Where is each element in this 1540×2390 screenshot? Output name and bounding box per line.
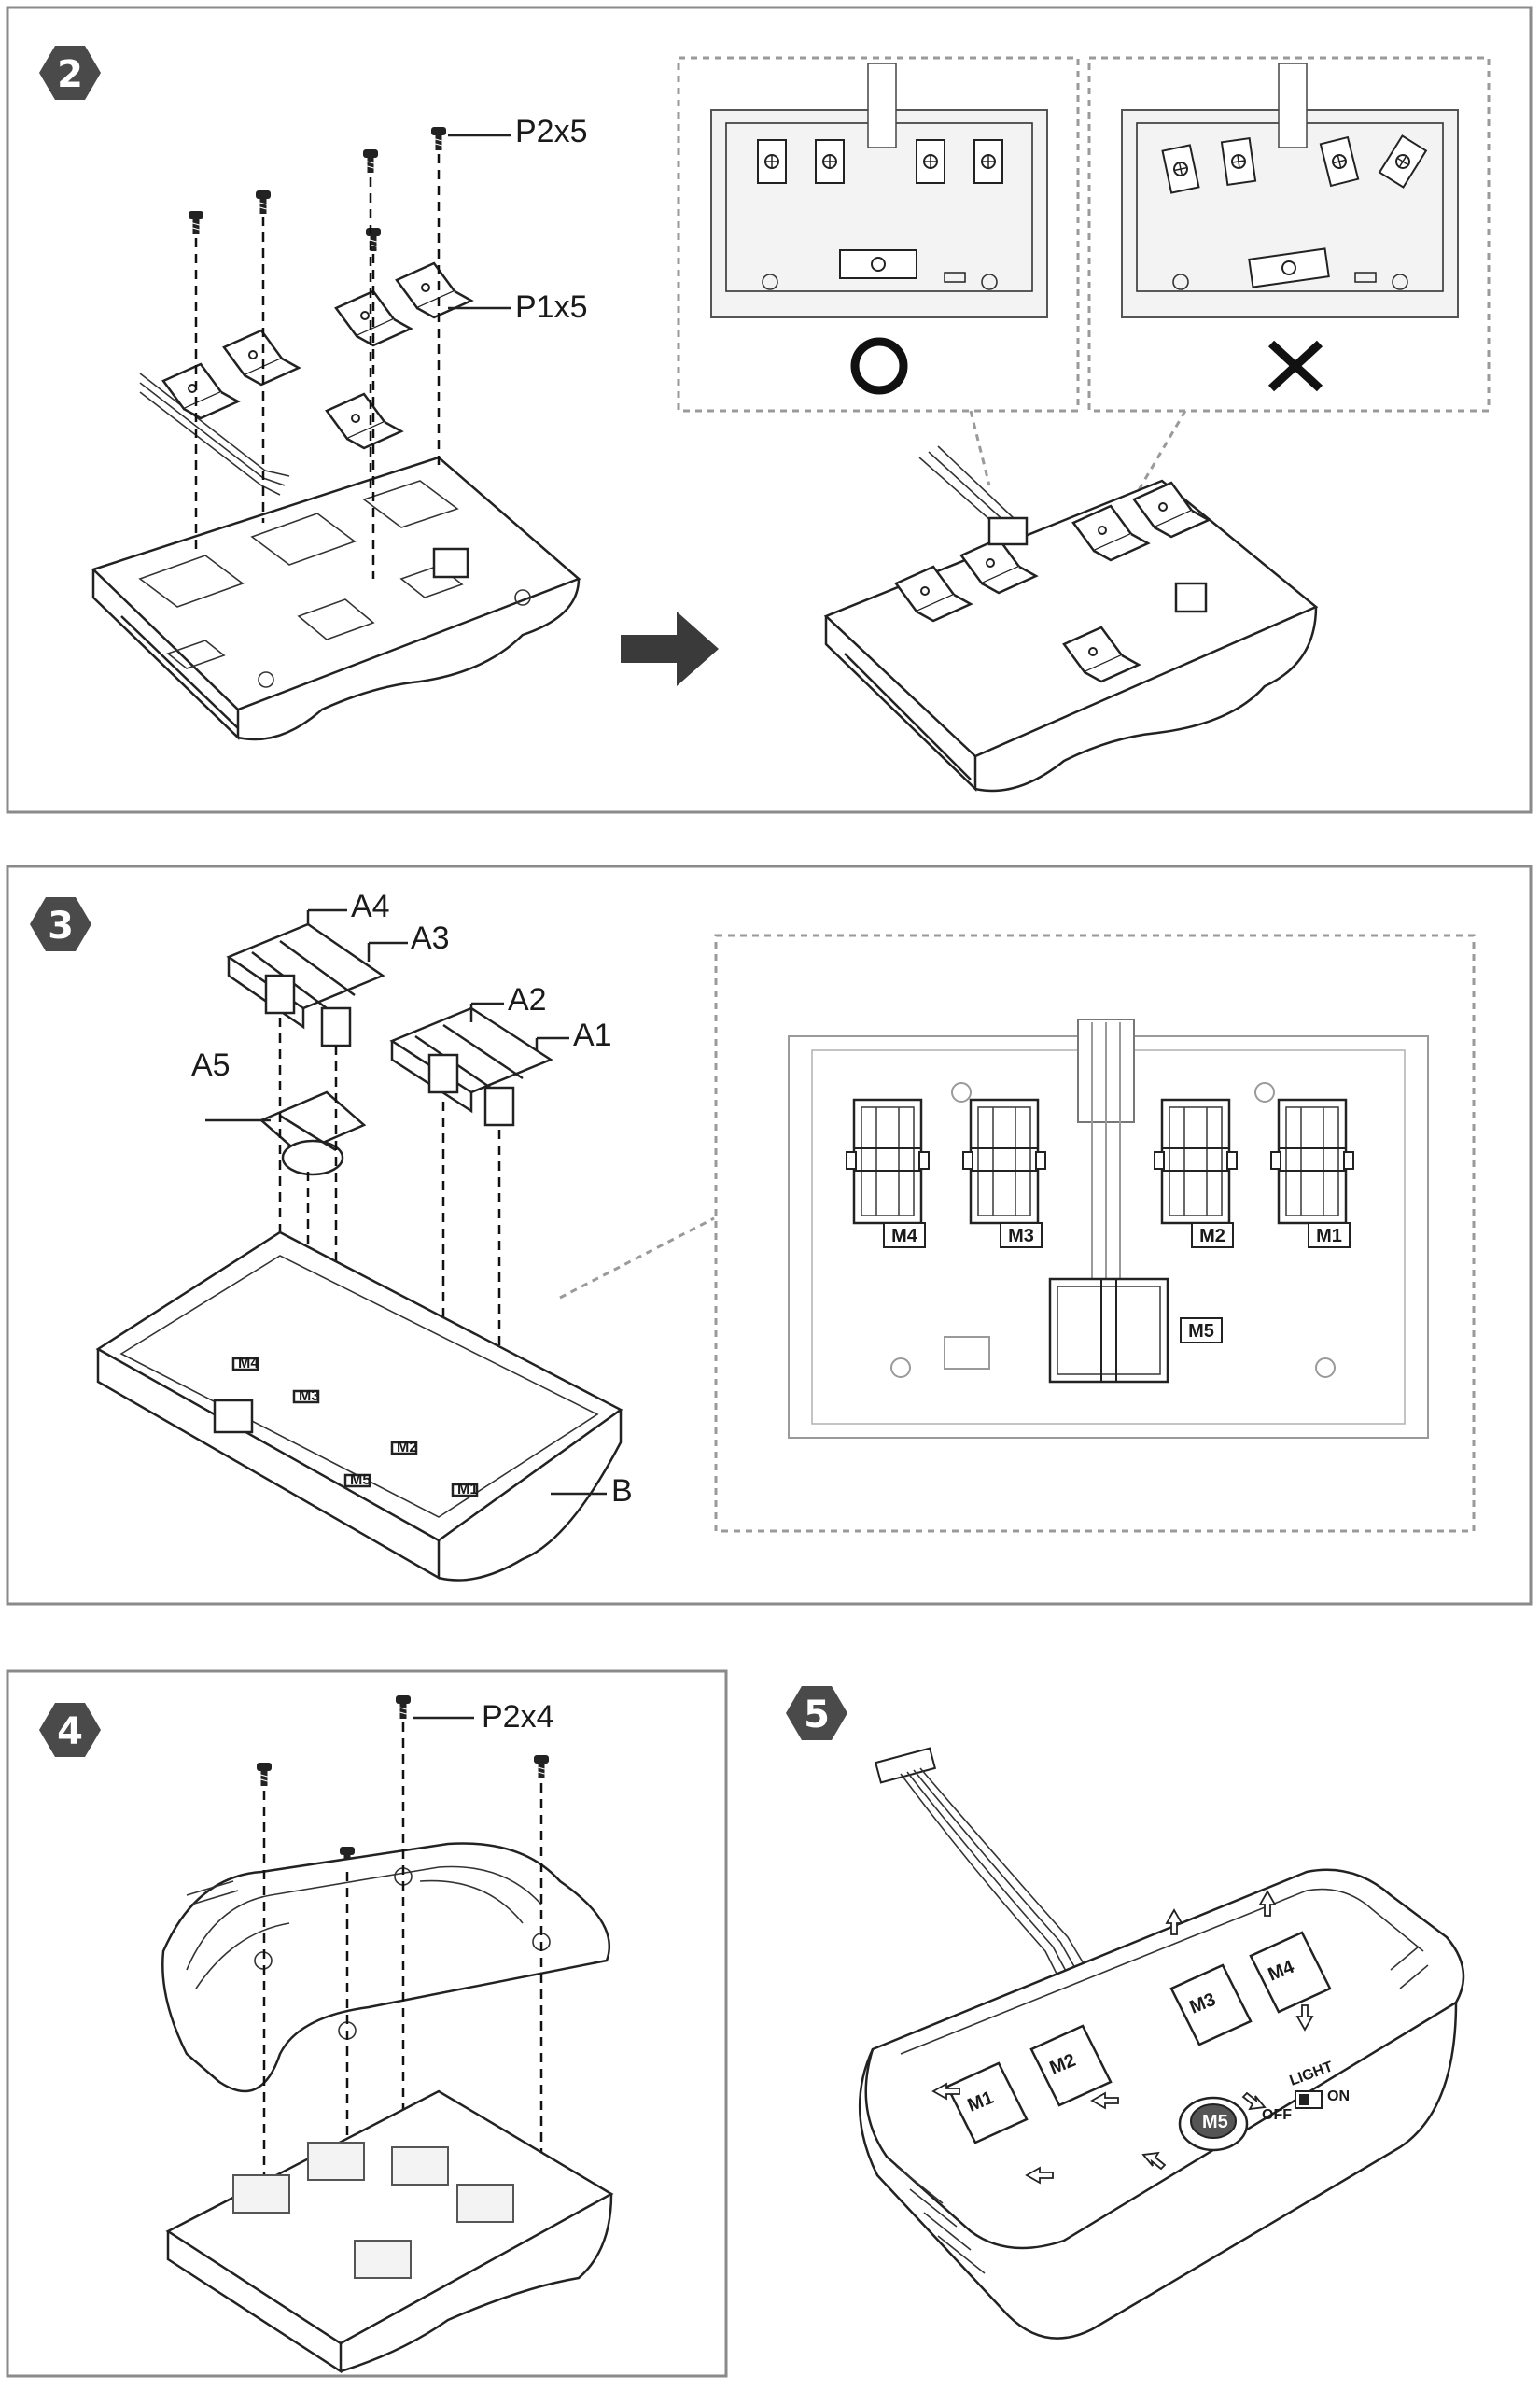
screw-icon bbox=[255, 190, 272, 215]
svg-text:3: 3 bbox=[48, 905, 74, 948]
svg-text:O: O bbox=[879, 368, 880, 370]
svg-text:M5: M5 bbox=[1188, 1321, 1214, 1342]
step-3-panel: 3 A4 A3 A2 bbox=[6, 865, 1533, 1606]
svg-text:M3: M3 bbox=[1008, 1226, 1034, 1246]
step-2-screws bbox=[188, 126, 447, 252]
svg-text:ON: ON bbox=[1327, 2088, 1350, 2104]
svg-text:M5: M5 bbox=[1202, 2112, 1228, 2132]
svg-text:M4: M4 bbox=[238, 1356, 259, 1371]
svg-text:5: 5 bbox=[804, 1694, 830, 1736]
svg-text:A2: A2 bbox=[508, 982, 547, 1018]
step-3-detail-box: M4 M3 M2 M1 M5 bbox=[714, 934, 1476, 1533]
svg-text:A3: A3 bbox=[411, 921, 450, 956]
screw-icon bbox=[256, 1762, 273, 1787]
screw-icon bbox=[362, 148, 379, 174]
svg-text:M5: M5 bbox=[350, 1472, 371, 1488]
step-4-top-cover bbox=[161, 1842, 611, 2093]
motor-m3 bbox=[961, 1098, 1047, 1225]
svg-text:M1: M1 bbox=[457, 1482, 478, 1497]
step-2-assembled-base bbox=[823, 445, 1319, 793]
step-5-badge: 5 bbox=[786, 1686, 847, 1740]
motor-m5 bbox=[1048, 1277, 1169, 1384]
motor-m4 bbox=[845, 1098, 931, 1225]
screw-icon bbox=[188, 210, 204, 235]
motor-bracket-a5 bbox=[259, 1090, 367, 1176]
svg-text:A1: A1 bbox=[573, 1018, 612, 1053]
step-number: 2 bbox=[57, 53, 83, 96]
svg-text:M1: M1 bbox=[1316, 1226, 1342, 1246]
screw-icon bbox=[430, 126, 447, 151]
step-2-badge: 2 bbox=[39, 46, 101, 100]
svg-text:M3: M3 bbox=[299, 1388, 319, 1404]
correct-circle-icon bbox=[850, 337, 908, 395]
motor-bracket-a2-a1 bbox=[389, 1006, 553, 1127]
svg-text:M2: M2 bbox=[397, 1440, 417, 1455]
step-4-badge: 4 bbox=[39, 1703, 101, 1757]
step-5-motor-m4: M4 bbox=[1249, 1931, 1332, 2014]
motor-m1 bbox=[1269, 1098, 1355, 1225]
step-5-motor-m5: M5 bbox=[1178, 2096, 1249, 2152]
step-4-panel: 4 P2x4 bbox=[6, 1669, 728, 2378]
screw-icon bbox=[395, 1694, 412, 1720]
step-5-assembled-unit: M1 M2 M3 M4 M5 LIGHT bbox=[858, 1868, 1465, 2340]
svg-text:OFF: OFF bbox=[1262, 2107, 1292, 2123]
step-2-clips bbox=[161, 261, 473, 450]
label-p1x5: P1x5 bbox=[448, 289, 588, 325]
step-3-badge: 3 bbox=[30, 897, 91, 951]
screw-icon bbox=[533, 1754, 550, 1779]
wrong-example-box: ✕ bbox=[1087, 56, 1491, 413]
label-p2x4: P2x4 bbox=[413, 1699, 554, 1735]
step-2-guide-lines bbox=[194, 154, 441, 579]
motor-bracket-a4-a3 bbox=[226, 922, 385, 1047]
motor-labels: M4 M3 M2 M1 M5 bbox=[883, 1222, 1351, 1343]
correct-example-box: O bbox=[677, 56, 1080, 413]
svg-text:P2x4: P2x4 bbox=[482, 1699, 554, 1735]
step-2-exploded-base bbox=[91, 373, 581, 741]
label-p2x5: P2x5 bbox=[448, 114, 588, 149]
step-5-section: 5 M1 bbox=[786, 1686, 1465, 2340]
screw-icon bbox=[365, 227, 382, 252]
step-4-base bbox=[165, 2089, 614, 2374]
svg-text:4: 4 bbox=[57, 1710, 83, 1753]
svg-text:A5: A5 bbox=[191, 1047, 231, 1083]
svg-text:A4: A4 bbox=[351, 889, 390, 924]
right-arrow-icon bbox=[621, 612, 719, 686]
step-5-motor-m1: M1 bbox=[945, 2061, 1029, 2144]
step-3-base-b: M4 M3 M2 M1 M5 bbox=[95, 1230, 623, 1582]
svg-text:M2: M2 bbox=[1199, 1226, 1225, 1246]
motor-m2 bbox=[1153, 1098, 1239, 1225]
step-5-cable bbox=[874, 1747, 1102, 2008]
step-2-panel: 2 bbox=[6, 6, 1533, 814]
movement-arrows bbox=[931, 1890, 1314, 2185]
svg-text:B: B bbox=[611, 1473, 633, 1509]
svg-text:P1x5: P1x5 bbox=[515, 289, 588, 325]
step-5-motor-m3: M3 bbox=[1169, 1963, 1253, 2046]
svg-text:P2x5: P2x5 bbox=[515, 114, 588, 149]
step-5-motor-m2: M2 bbox=[1029, 2024, 1113, 2107]
wrong-cross-icon bbox=[1267, 340, 1323, 392]
svg-text:M4: M4 bbox=[891, 1226, 918, 1246]
step-3-part-labels: A4 A3 A2 A1 A5 B bbox=[191, 889, 633, 1509]
